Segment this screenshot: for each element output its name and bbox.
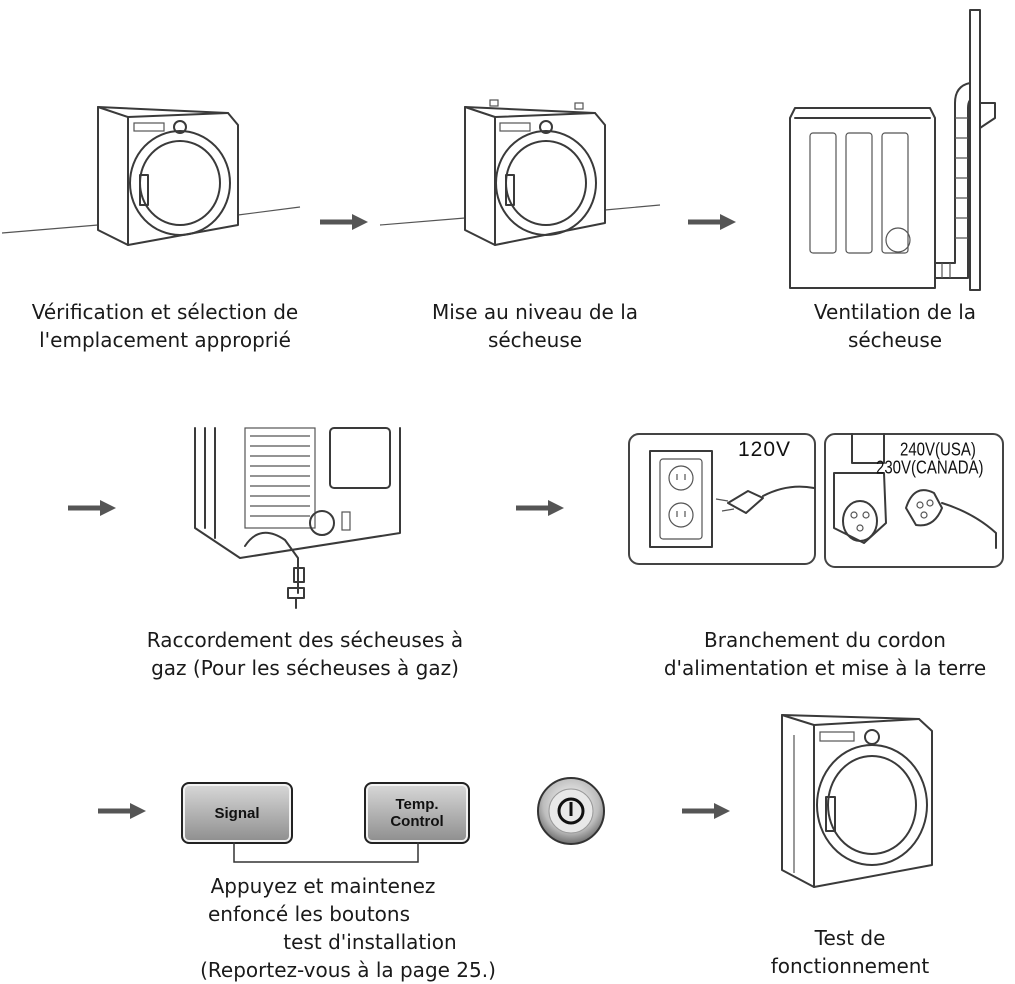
- step6-caption-line3: test d'installation: [283, 930, 457, 954]
- step2-caption-line2: sécheuse: [487, 328, 583, 352]
- power-button[interactable]: [536, 776, 606, 846]
- step3-caption-line2: sécheuse: [847, 328, 943, 352]
- step1-caption-line1: Vérification et sélection de: [31, 300, 299, 324]
- arrow-right-icon: [686, 212, 738, 236]
- voltage-label-120v: 120V: [738, 438, 792, 461]
- step7-caption-line2: fonctionnement: [770, 954, 930, 978]
- step5-caption-line1: Branchement du cordon: [704, 628, 946, 652]
- dryer-illustration-1: [1, 106, 301, 246]
- bracket-line: [233, 842, 419, 863]
- power-icon: [537, 777, 605, 845]
- dryer-vent-illustration: [789, 9, 996, 291]
- step7-caption-line1: Test de: [814, 926, 886, 950]
- arrow-right-icon: [318, 212, 370, 236]
- dryer-illustration-2: [379, 99, 661, 246]
- dryer-illustration-3: [781, 714, 933, 888]
- temp-control-label-line1: Temp.: [395, 796, 439, 813]
- temp-control-label-line2: Control: [390, 813, 444, 830]
- step5-caption: Branchement du cordon d'alimentation et …: [640, 626, 1010, 682]
- voltage-label-230v: 230V(CANADA): [876, 458, 984, 479]
- step2-caption: Mise au niveau de la sécheuse: [400, 298, 670, 354]
- step7-caption: Test de fonctionnement: [740, 924, 960, 980]
- step1-caption: Vérification et sélection de l'emplaceme…: [0, 298, 330, 354]
- step3-caption: Ventilation de la sécheuse: [780, 298, 1010, 354]
- step4-caption-line2: gaz (Pour les sécheuses à gaz): [151, 656, 459, 680]
- outlet-240v-panel: [824, 433, 1004, 568]
- step2-caption-line1: Mise au niveau de la: [431, 300, 638, 324]
- step4-caption-line1: Raccordement des sécheuses à: [146, 628, 464, 652]
- step1-caption-line2: l'emplacement approprié: [39, 328, 291, 352]
- step4-caption: Raccordement des sécheuses à gaz (Pour l…: [120, 626, 490, 682]
- outlet-120v-panel: [628, 433, 816, 565]
- signal-button-label: Signal: [214, 804, 260, 822]
- arrow-right-icon: [680, 801, 732, 825]
- step3-caption-line1: Ventilation de la: [813, 300, 977, 324]
- gas-connection-illustration: [194, 427, 401, 609]
- signal-button[interactable]: Signal: [181, 782, 293, 844]
- step6-caption-line4: (Reportez-vous à la page 25.): [200, 958, 496, 982]
- step6-caption: Appuyez et maintenez enfoncé les boutons…: [150, 872, 510, 984]
- arrow-right-icon: [96, 801, 148, 825]
- arrow-right-icon: [66, 498, 118, 522]
- arrow-right-icon: [514, 498, 566, 522]
- temp-control-button[interactable]: Temp. Control: [364, 782, 470, 844]
- voltage-label-240v: 240V(USA): [900, 440, 976, 461]
- step5-caption-line2: d'alimentation et mise à la terre: [663, 656, 987, 680]
- step6-caption-line1: Appuyez et maintenez: [210, 874, 436, 898]
- step6-caption-line2: enfoncé les boutons: [207, 902, 410, 926]
